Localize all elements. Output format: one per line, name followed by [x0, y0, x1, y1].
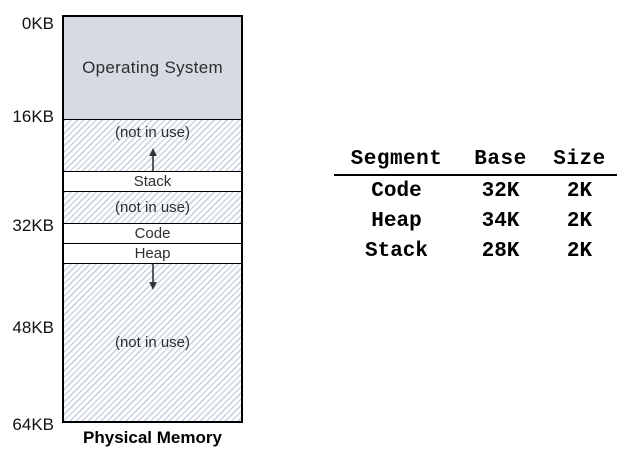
cell-segment: Code: [371, 179, 422, 203]
column-header-segment: Segment: [334, 143, 459, 176]
region-stack: Stack: [64, 171, 241, 191]
table-row-code: Code 32K 2K: [334, 175, 617, 206]
scale-label-32kb: 32KB: [12, 216, 54, 235]
column-header-base: Base: [459, 143, 542, 176]
cell-size: 2K: [566, 179, 593, 203]
cell-size: 2K: [566, 239, 593, 263]
column-header-size: Size: [542, 143, 617, 176]
scale-label-0kb: 0KB: [21, 14, 54, 33]
stack-growth-up-arrow-icon: [148, 148, 157, 171]
cell-segment: Heap: [371, 209, 422, 233]
memory-map: Operating System (not in use) Stack (not…: [62, 15, 243, 423]
region-label: (not in use): [114, 124, 191, 141]
scale-label-48kb: 48KB: [12, 318, 54, 337]
region-label: (not in use): [114, 198, 191, 216]
cell-base: 34K: [481, 209, 520, 233]
table-row-stack: Stack 28K 2K: [334, 236, 617, 266]
region-operating-system: Operating System: [64, 17, 241, 119]
region-label: Heap: [134, 244, 171, 262]
region-label: (not in use): [114, 333, 191, 351]
region-code: Code: [64, 223, 241, 243]
region-label: Code: [134, 224, 171, 242]
heap-growth-down-arrow-icon: [148, 264, 157, 290]
region-free-lower: (not in use): [64, 263, 241, 421]
scale-label-64kb: 64KB: [12, 415, 54, 434]
cell-size: 2K: [566, 209, 593, 233]
cell-segment: Stack: [364, 239, 428, 263]
cell-base: 28K: [481, 239, 520, 263]
region-free-middle: (not in use): [64, 191, 241, 223]
region-heap: Heap: [64, 243, 241, 263]
region-label: Stack: [133, 172, 172, 190]
cell-base: 32K: [481, 179, 520, 203]
memory-map-caption: Physical Memory: [83, 428, 222, 447]
region-free-upper: (not in use): [64, 119, 241, 171]
segment-table: Segment Base Size Code 32K 2K Heap 34K 2…: [334, 143, 617, 266]
region-label: Operating System: [82, 58, 223, 77]
scale-label-16kb: 16KB: [12, 107, 54, 126]
table-row-heap: Heap 34K 2K: [334, 206, 617, 236]
segment-table-header-row: Segment Base Size: [334, 143, 617, 176]
